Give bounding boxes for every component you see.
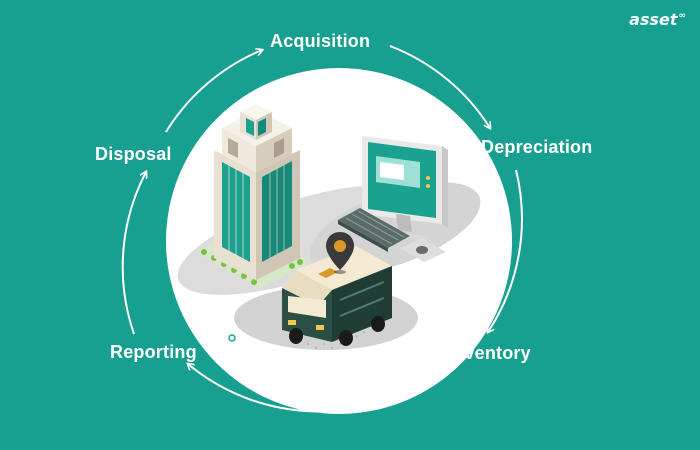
delivery-van-icon [282,246,392,346]
stage-inventory: Inventory [448,343,531,363]
office-building-icon [214,104,300,280]
arc-reporting-to-disposal [121,172,146,335]
brand-logo-text: asset [629,10,678,29]
stage-depreciation: Depreciation [481,137,593,157]
location-pin-icon [326,232,354,274]
stage-reporting: Reporting [110,342,197,362]
arc-acquisition-to-depreciation [389,45,490,128]
stage-acquisition: Acquisition [270,31,371,51]
mouse-icon [400,238,446,262]
decor-ring [228,334,236,342]
desktop-computer-icon [362,136,448,242]
brand-logo: asset ∞ [629,10,686,29]
keyboard-icon [338,208,410,252]
infinity-icon: ∞ [678,11,687,21]
arc-disposal-to-acquisition [165,50,262,133]
stage-disposal: Disposal [95,144,172,164]
arc-depreciation-to-inventory [488,169,523,332]
